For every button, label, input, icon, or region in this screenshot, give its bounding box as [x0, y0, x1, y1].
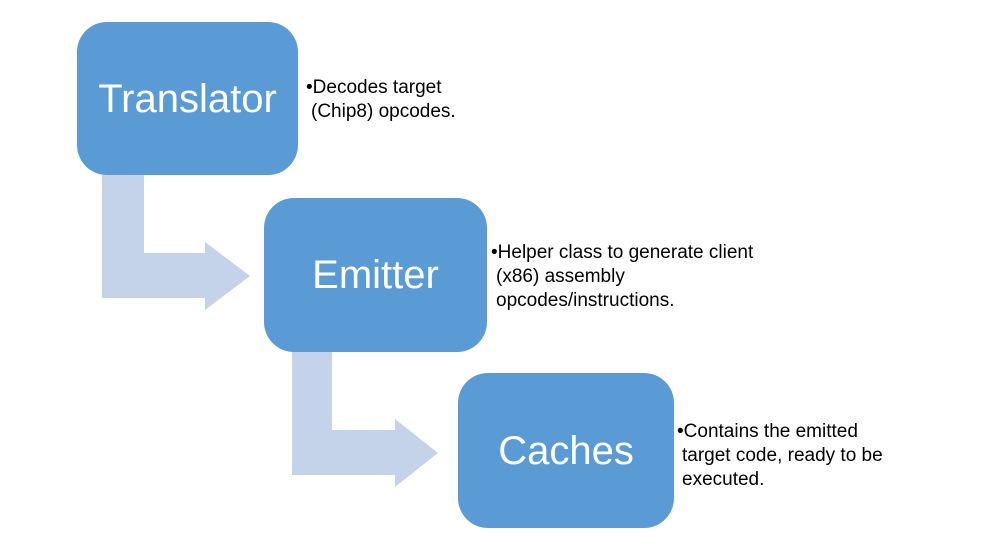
bullet-line: •Decodes target	[306, 76, 456, 100]
step-title-emitter: Emitter	[312, 253, 439, 297]
bullet-text: Decodes target	[312, 77, 442, 98]
bullet-marker: •	[491, 242, 498, 263]
bullet-line: •Contains the emitted	[677, 420, 883, 444]
step-box-emitter: Emitter	[264, 198, 487, 352]
bullet-marker: •	[677, 421, 684, 442]
step-description-translator: •Decodes target (Chip8) opcodes.	[306, 76, 456, 124]
bullet-line: executed.	[682, 469, 765, 490]
step-title-translator: Translator	[98, 76, 277, 121]
bullet-line: (x86) assembly	[496, 266, 625, 287]
step-title-caches: Caches	[498, 428, 634, 473]
bullet-text: Helper class to generate client	[497, 242, 754, 263]
bullet-line: opcodes/instructions.	[496, 290, 675, 311]
bullet-line: •Helper class to generate client	[491, 241, 753, 265]
bullet-text: Contains the emitted	[683, 421, 858, 442]
bent-arrow-emitter-to-caches	[292, 352, 438, 487]
bent-arrow-translator-to-emitter	[102, 175, 250, 310]
step-box-translator: Translator	[77, 22, 298, 175]
bullet-line: target code, ready to be	[682, 445, 883, 466]
bullet-marker: •	[306, 77, 313, 98]
step-box-caches: Caches	[458, 373, 674, 528]
bullet-line: (Chip8) opcodes.	[311, 101, 456, 122]
step-description-caches: •Contains the emitted target code, ready…	[677, 420, 883, 492]
step-description-emitter: •Helper class to generate client (x86) a…	[491, 241, 753, 313]
